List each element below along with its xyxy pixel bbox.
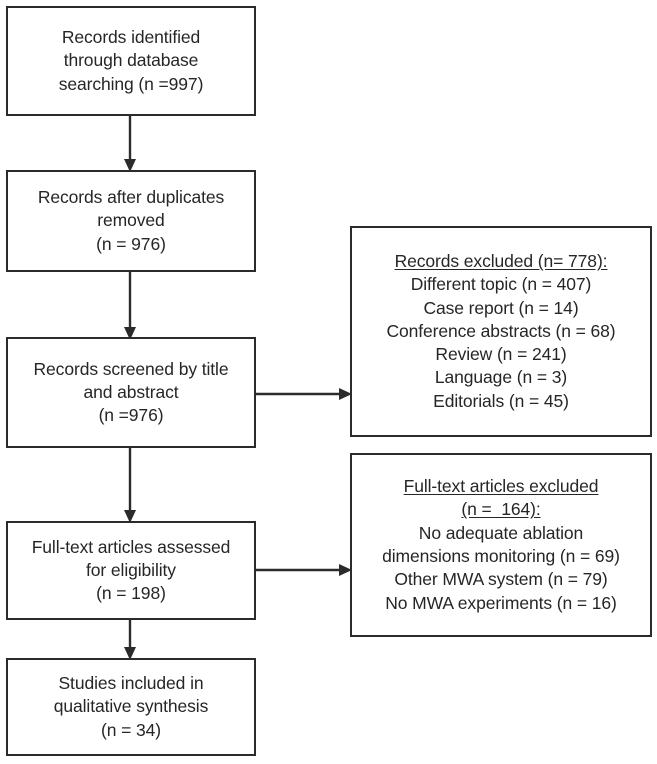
node-records-excluded-heading: Records excluded (n= 778): [394,251,608,272]
node-records-after-duplicates-line-3: (n = 976) [96,233,166,254]
node-fulltext-articles-excluded-item-2: dimensions monitoring (n = 69) [382,546,620,566]
node-studies-included: Studies included in qualitative synthesi… [6,658,256,756]
node-fulltext-assessed: Full-text articles assessed for eligibil… [6,521,256,620]
node-records-identified: Records identified through database sear… [6,6,256,116]
node-fulltext-articles-excluded-item-1: No adequate ablation [418,522,584,543]
node-records-excluded-item-4: Review (n = 241) [435,344,567,365]
node-records-identified-line-1: Records identified [61,27,201,48]
node-records-after-duplicates-line-1: Records after duplicates [37,187,225,208]
node-records-after-duplicates: Records after duplicates removed (n = 97… [6,170,256,272]
connector-identified-to-duplicates [122,112,138,174]
node-records-excluded-item-2: Case report (n = 14) [423,297,579,318]
node-fulltext-assessed-line-3: (n = 198) [96,583,166,604]
node-studies-included-line-3: (n = 34) [101,719,161,740]
node-records-excluded-item-6: Editorials (n = 45) [433,390,569,411]
node-fulltext-assessed-line-2: for eligibility [86,559,176,580]
node-records-after-duplicates-line-2: removed [97,210,165,231]
node-fulltext-articles-excluded: Full-text articles excluded (n = 164): N… [350,453,652,637]
node-fulltext-assessed-line-1: Full-text articles assessed [31,536,231,557]
node-records-excluded-item-1: Different topic (n = 407) [410,274,592,295]
node-records-screened-line-2: and abstract [83,381,179,402]
node-studies-included-line-2: qualitative synthesis [53,696,209,717]
node-records-excluded-item-5: Language (n = 3) [434,367,568,388]
node-records-identified-line-3: searching (n =997) [58,73,204,94]
connector-fulltext-to-included [122,616,138,662]
node-records-screened: Records screened by title and abstract (… [6,337,256,448]
node-fulltext-articles-excluded-heading-line-1: Full-text articles excluded [403,476,599,497]
connector-duplicates-to-screened [122,268,138,342]
connector-fulltext-to-fulltext-excluded [252,562,354,578]
connector-screened-to-fulltext [122,444,138,525]
node-fulltext-articles-excluded-item-4: No MWA experiments (n = 16) [385,592,617,613]
node-fulltext-articles-excluded-heading-line-2: (n = 164): [461,499,541,520]
node-studies-included-line-1: Studies included in [58,673,204,694]
node-records-screened-line-1: Records screened by title [33,358,229,379]
connector-screened-to-records-excluded [252,386,354,402]
node-fulltext-articles-excluded-item-3: Other MWA system (n = 79) [394,569,608,590]
node-records-excluded-item-3: Conference abstracts (n = 68) [386,320,616,341]
node-records-excluded: Records excluded (n= 778): Different top… [350,226,652,437]
node-records-identified-line-2: through database [63,50,199,71]
node-records-screened-line-3: (n =976) [98,405,164,426]
